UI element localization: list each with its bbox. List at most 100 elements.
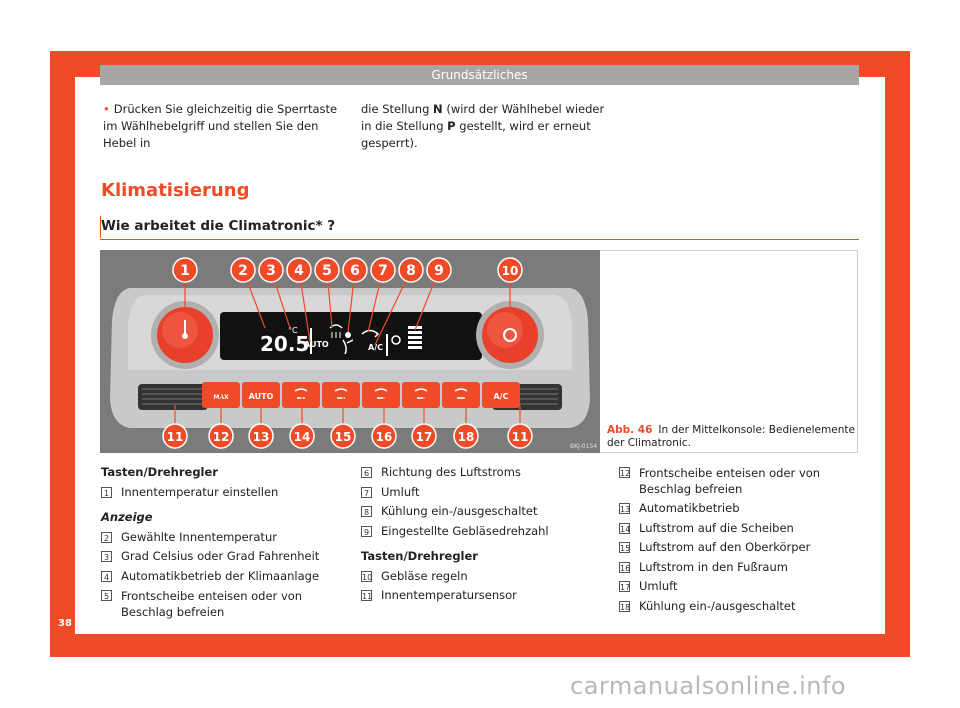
callout-circle (230, 257, 256, 283)
fan-knob (476, 301, 544, 369)
item-number: 6 (361, 467, 372, 478)
callout-number: 5 (322, 263, 332, 279)
panel-button (322, 382, 360, 408)
item-text: Frontscheibe enteisen oder von Beschlag … (121, 589, 303, 619)
item-number: 13 (619, 503, 631, 514)
intro-left-text: •Drücken Sie gleichzeitig die Sperrtaste… (103, 101, 348, 152)
callout-number: 11 (167, 430, 184, 444)
callout-circle (426, 257, 452, 283)
item-text: Kühlung ein-/ausgeschaltet (381, 504, 538, 518)
item-number: 2 (101, 531, 112, 543)
callout-circle (258, 257, 284, 283)
intro-text: die Stellung (361, 102, 434, 116)
callout-number: 13 (253, 430, 270, 444)
climatronic-panel-illustration: 20.5 °C AUTO A/C (100, 250, 600, 453)
heading-controls: Tasten/Drehregler (101, 465, 218, 479)
panel-button-icon (454, 388, 468, 399)
callout-circle (371, 423, 397, 449)
display-airflow-icon (342, 332, 354, 355)
figure-code: BKJ-0154 (570, 443, 597, 450)
callout-number: 6 (350, 263, 360, 279)
display-unit: °C (288, 326, 298, 335)
display-defrost-icon (329, 324, 343, 338)
item-number: 5 (101, 590, 112, 601)
callout-circle (497, 257, 523, 283)
caption-label: Abb. 46 (607, 424, 653, 436)
heading-controls-2: Tasten/Drehregler (361, 549, 478, 563)
item-text: Frontscheibe enteisen oder von Beschlag … (639, 466, 821, 496)
item-text: Richtung des Luftstroms (381, 465, 521, 479)
callout-circle (172, 257, 198, 283)
item-number: 7 (361, 486, 372, 498)
callout-number: 4 (294, 263, 304, 279)
panel-button-label: A/C (494, 392, 509, 401)
display-temperature: 20.5 (260, 332, 309, 356)
callout-circle (370, 257, 396, 283)
callout-circle (330, 423, 356, 449)
callout-circle (289, 423, 315, 449)
subtitle-rule (100, 216, 101, 238)
callout-number: 8 (406, 263, 416, 279)
item-text: Innentemperatursensor (381, 588, 517, 602)
callout-number: 9 (434, 263, 444, 279)
callout-number: 1 (180, 263, 190, 279)
callout-circle (507, 423, 533, 449)
figure-caption-box (600, 250, 858, 453)
subtitle: Wie arbeitet die Climatronic* ? (101, 218, 336, 234)
position-p: P (447, 119, 456, 133)
panel-button (442, 382, 480, 408)
item-text: Luftstrom in den Fußraum (639, 559, 788, 574)
watermark: carmanualsonline.info (570, 672, 847, 700)
item-number: 10 (361, 570, 373, 582)
callout-circle (398, 257, 424, 283)
callout-number: 10 (502, 264, 519, 278)
panel-button (482, 382, 520, 408)
item-number: 16 (619, 561, 631, 573)
position-n: N (433, 102, 443, 116)
callout-number: 18 (458, 430, 475, 444)
legend-item: 7 Umluft (361, 483, 606, 503)
left-vent (138, 384, 208, 410)
panel-button (402, 382, 440, 408)
legend-item: 5 Frontscheibe enteisen oder von Beschlag… (101, 586, 346, 620)
callout-number: 16 (376, 430, 393, 444)
callout-number: 12 (213, 430, 230, 444)
intro-right-text: die Stellung N (wird der Wählhebel wiede… (361, 101, 611, 152)
item-text: Grad Celsius oder Grad Fahrenheit (121, 549, 320, 563)
temperature-knob (151, 301, 219, 369)
climatronic-figure: 20.5 °C AUTO A/C (100, 250, 600, 453)
item-number: 4 (101, 570, 112, 582)
intro-text: gestellt, wird er erneut ge­sperrt). (361, 119, 591, 150)
panel-button (282, 382, 320, 408)
callout-number: 7 (378, 263, 388, 279)
item-number: 17 (619, 581, 631, 592)
heading-display: Anzeige (101, 510, 153, 524)
item-text: Luftstrom auf die Scheiben (639, 520, 794, 535)
item-text: Umluft (381, 484, 420, 499)
callout-number: 14 (294, 430, 311, 444)
callout-leader (374, 269, 412, 346)
callout-number: 2 (238, 263, 248, 279)
display-fan-bars (408, 326, 422, 349)
callout-number: 15 (335, 430, 352, 444)
display-ac: A/C (368, 343, 383, 352)
callout-circle (342, 257, 368, 283)
callout-number: 17 (416, 430, 433, 444)
bullet-icon: • (103, 102, 110, 116)
panel-button (362, 382, 400, 408)
callout-circle (162, 423, 188, 449)
item-number: 11 (361, 590, 373, 601)
item-number: 9 (361, 525, 372, 537)
